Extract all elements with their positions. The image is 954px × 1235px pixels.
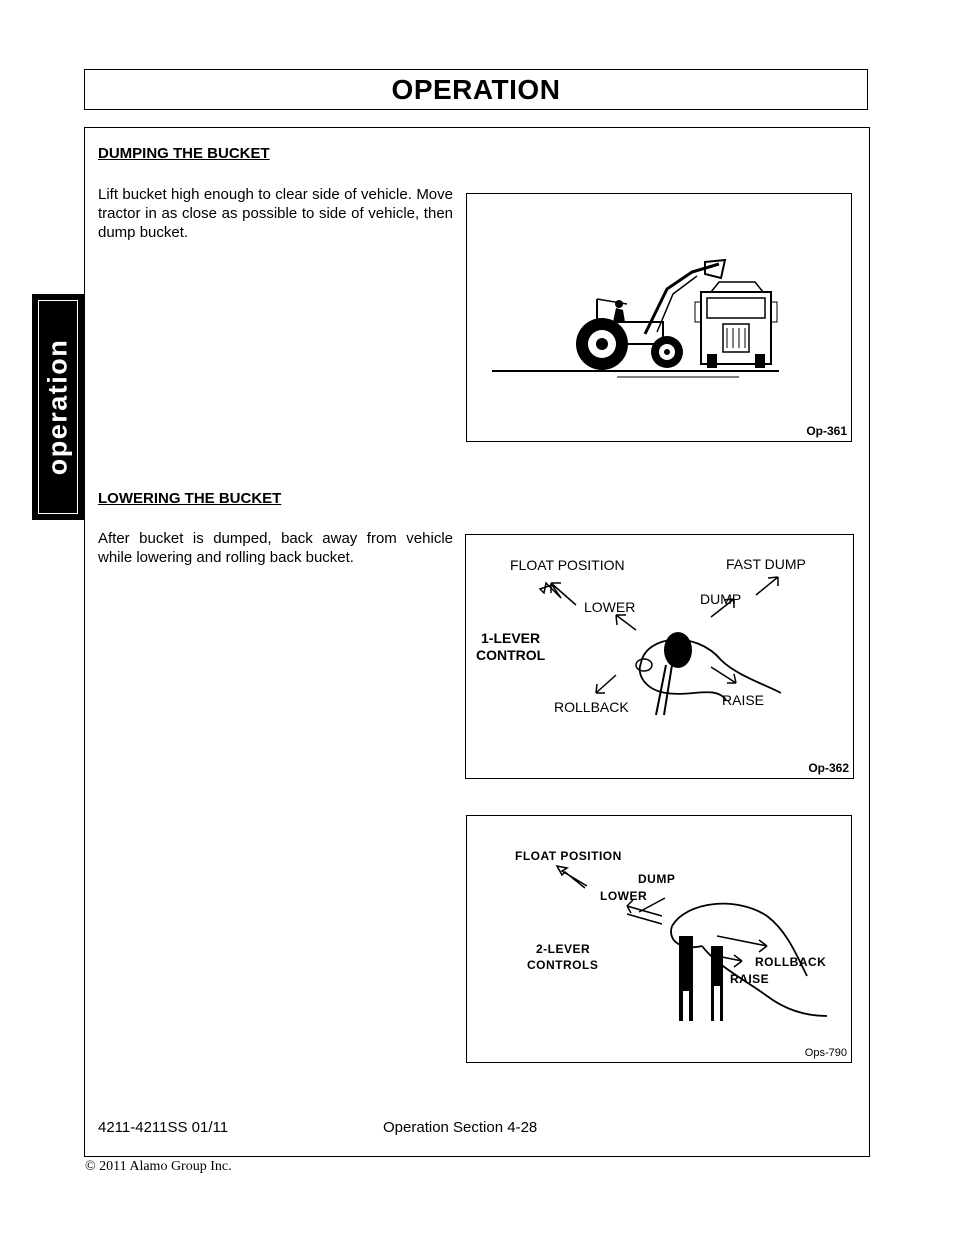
figure-code: Ops-790 <box>804 1047 847 1059</box>
label-dump: DUMP <box>638 872 676 886</box>
label-fast-dump: FAST DUMP <box>726 556 806 572</box>
side-tab: operation <box>32 294 84 520</box>
footer-model: 4211-4211SS 01/11 <box>98 1119 229 1136</box>
label-control-line1: 1-LEVER <box>481 630 541 646</box>
label-raise: RAISE <box>722 692 765 708</box>
label-float-position: FLOAT POSITION <box>515 849 622 863</box>
section-text-lowering: After bucket is dumped, back away from v… <box>98 530 453 566</box>
double-lever-illustration <box>555 864 828 1021</box>
side-tab-frame <box>38 300 78 514</box>
label-raise: RAISE <box>730 972 770 986</box>
footer-section: Operation Section 4-28 <box>383 1119 538 1136</box>
label-float-position: FLOAT POSITION <box>510 557 625 573</box>
section-heading-lowering: LOWERING THE BUCKET <box>98 490 282 507</box>
label-controls-line2: CONTROLS <box>527 958 599 972</box>
label-rollback: ROLLBACK <box>554 699 629 715</box>
label-dump: DUMP <box>700 591 742 607</box>
single-lever-illustration <box>538 576 782 716</box>
figure-code: Op-361 <box>806 424 847 438</box>
content-box <box>84 127 870 1157</box>
header-box: OPERATION <box>84 69 868 110</box>
label-controls-line1: 2-LEVER <box>536 942 591 956</box>
page-title: OPERATION <box>391 73 561 105</box>
figure-1-lever-control: FLOAT POSITION FAST DUMP LOWER DUMP 1-LE… <box>465 534 854 779</box>
tractor-truck-illustration <box>492 258 779 378</box>
figure-code: Op-362 <box>808 761 849 775</box>
figure-dumping-bucket: Op-361 <box>466 193 852 442</box>
label-control-line2: CONTROL <box>476 647 546 663</box>
label-lower: LOWER <box>600 889 648 903</box>
label-lower: LOWER <box>584 599 636 615</box>
side-tab-label: operation <box>42 338 73 476</box>
section-text-dumping: Lift bucket high enough to clear side of… <box>98 186 453 241</box>
figure-2-lever-controls: FLOAT POSITION DUMP LOWER 2-LEVER CONTRO… <box>466 815 852 1063</box>
copyright: © 2011 Alamo Group Inc. <box>85 1159 232 1174</box>
label-rollback: ROLLBACK <box>755 955 827 969</box>
section-heading-dumping: DUMPING THE BUCKET <box>98 145 270 162</box>
